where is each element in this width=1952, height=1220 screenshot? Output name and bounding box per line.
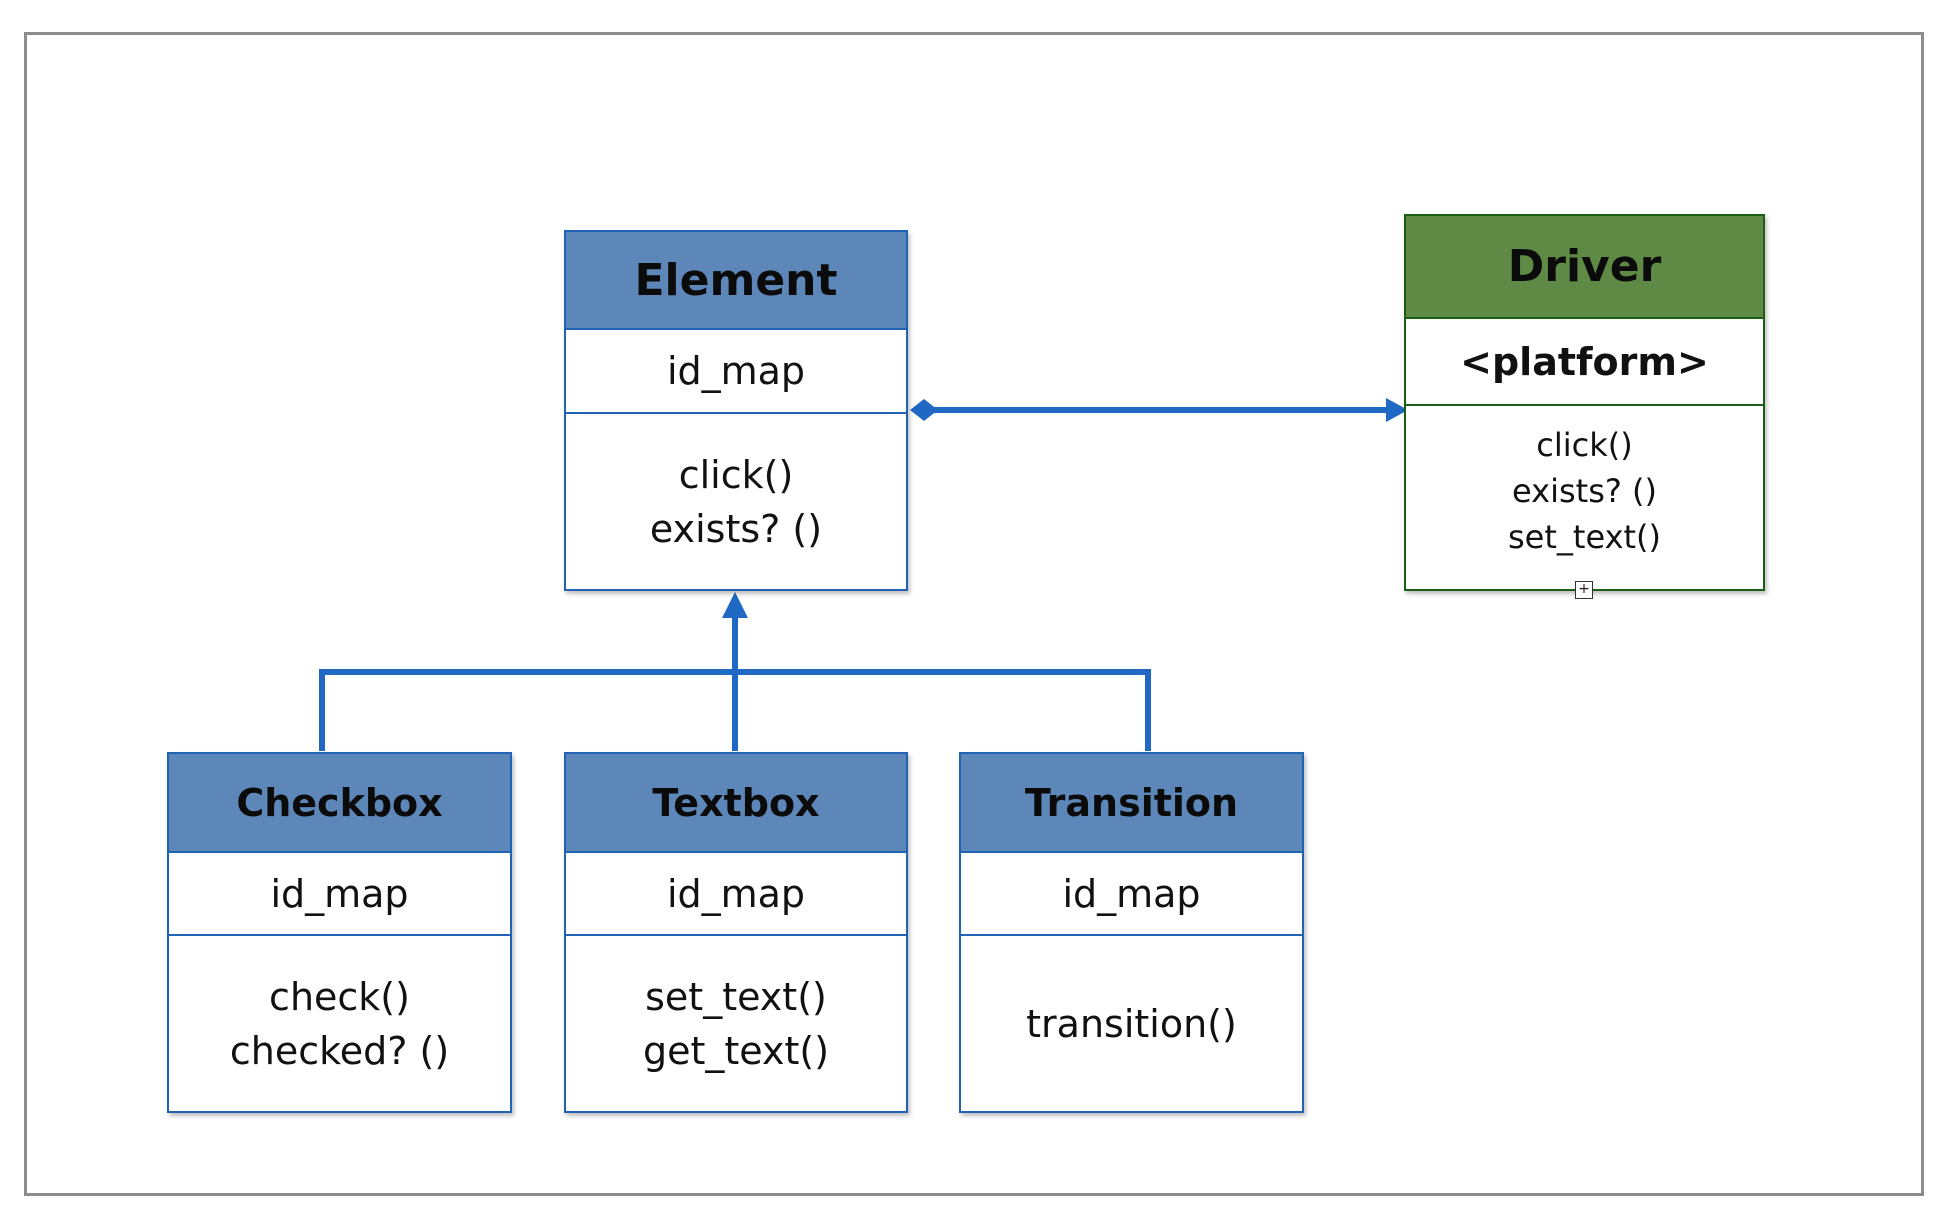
class-transition-attribute: id_map — [961, 853, 1302, 936]
class-textbox-attribute: id_map — [566, 853, 906, 936]
class-textbox-operations: set_text() get_text() — [566, 936, 906, 1111]
operation: get_text() — [642, 1028, 830, 1073]
class-checkbox-attribute: id_map — [169, 853, 510, 936]
class-textbox[interactable]: Textbox id_map set_text() get_text() — [564, 752, 908, 1113]
operation: checked? () — [229, 1028, 450, 1073]
expand-icon[interactable]: + — [1575, 581, 1593, 599]
operation: click() — [1536, 425, 1633, 464]
class-checkbox-title: Checkbox — [169, 754, 510, 853]
class-transition[interactable]: Transition id_map transition() — [959, 752, 1304, 1113]
operation: exists? () — [649, 506, 823, 551]
class-checkbox-operations: check() checked? () — [169, 936, 510, 1111]
class-transition-title: Transition — [961, 754, 1302, 853]
class-checkbox[interactable]: Checkbox id_map check() checked? () — [167, 752, 512, 1113]
class-textbox-title: Textbox — [566, 754, 906, 853]
class-element-title: Element — [566, 232, 906, 330]
class-driver-title: Driver — [1406, 216, 1763, 319]
class-driver[interactable]: Driver <platform> click() exists? () set… — [1404, 214, 1765, 591]
class-element-attribute: id_map — [566, 330, 906, 414]
class-element-operations: click() exists? () — [566, 414, 906, 589]
class-element[interactable]: Element id_map click() exists? () — [564, 230, 908, 591]
association-arrowhead — [1386, 398, 1408, 422]
operation: set_text() — [645, 974, 827, 1019]
operation: click() — [678, 452, 794, 497]
composition-diamond — [910, 399, 938, 421]
class-driver-attribute: <platform> — [1406, 319, 1763, 406]
class-driver-operations: click() exists? () set_text() — [1406, 406, 1763, 589]
operation: exists? () — [1512, 471, 1657, 510]
operation: set_text() — [1507, 517, 1662, 556]
operation: check() — [269, 974, 410, 1019]
operation: transition() — [1026, 1001, 1237, 1046]
inheritance-arrowhead — [722, 592, 748, 618]
class-transition-operations: transition() — [961, 936, 1302, 1111]
